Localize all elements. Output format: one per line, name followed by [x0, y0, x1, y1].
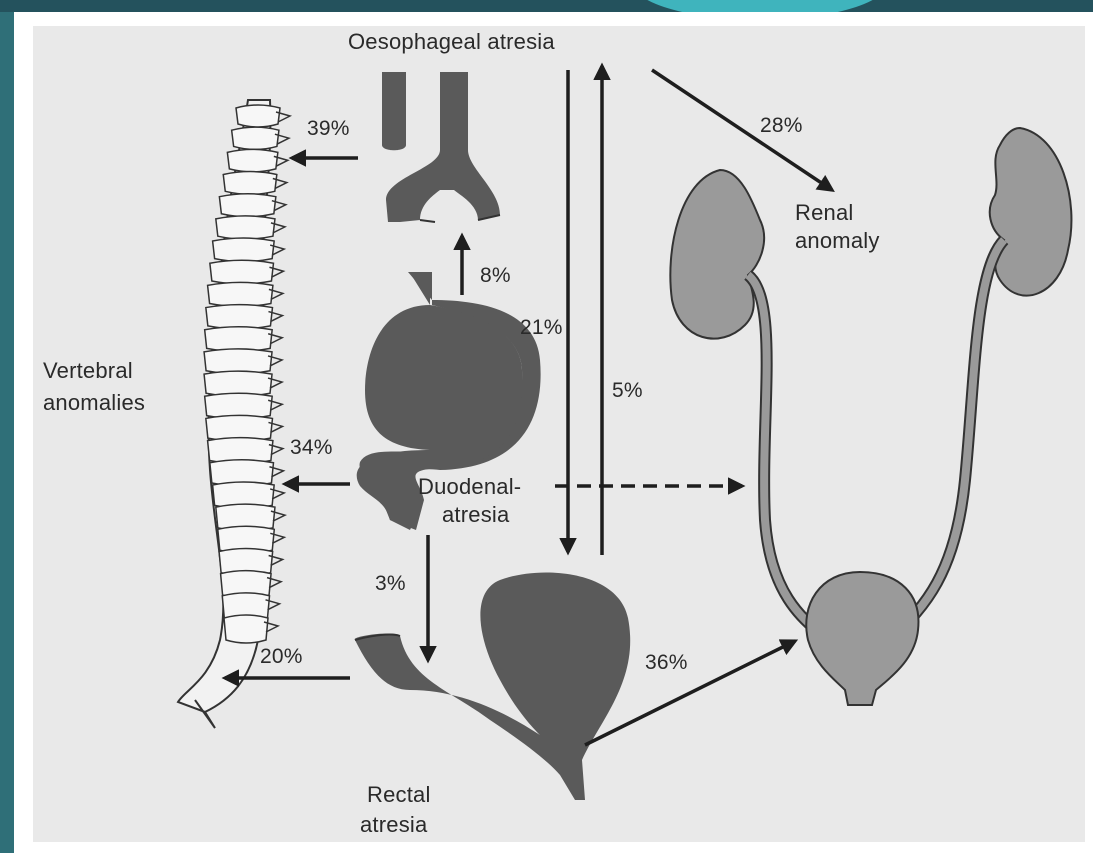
- vertebra: [216, 216, 275, 239]
- pct-oeso-to-renal: 28%: [760, 113, 803, 138]
- label-duodenal-line2: atresia: [442, 502, 509, 527]
- label-rectal-line2: atresia: [360, 812, 427, 837]
- label-renal-line1: Renal: [795, 200, 853, 225]
- left-kidney: [670, 170, 764, 339]
- pct-rectal-to-renal: 36%: [645, 650, 688, 675]
- vertebra: [210, 260, 274, 284]
- label-renal-line2: anomaly: [795, 228, 880, 253]
- pct-duodenal-to-oeso: 8%: [480, 263, 511, 288]
- vertebra: [219, 194, 275, 217]
- vertebra: [224, 615, 268, 643]
- label-vertebral-line2: anomalies: [43, 390, 145, 415]
- upper-oesophageal-pouch: [382, 72, 406, 150]
- urinary-system: [670, 128, 1071, 705]
- right-ureter-outline: [890, 240, 1004, 640]
- vertebra: [236, 105, 280, 127]
- right-kidney: [990, 128, 1072, 296]
- pct-duodenal-to-rectal: 3%: [375, 571, 406, 596]
- pct-oeso-to-vertebral: 39%: [307, 116, 350, 141]
- vertebra: [204, 371, 272, 396]
- label-duodenal-line1: Duodenal-: [418, 474, 521, 499]
- pct-rectal-to-vertebral: 20%: [260, 644, 303, 669]
- vertebra: [208, 282, 273, 306]
- vertebral-column: [178, 100, 290, 728]
- vertebra: [204, 349, 272, 374]
- left-ureter-outline: [748, 275, 830, 640]
- vertebra: [223, 172, 277, 195]
- label-oesophageal-atresia: Oesophageal atresia: [348, 29, 555, 54]
- pct-oeso-to-rectal: 21%: [520, 315, 563, 340]
- vertebra: [205, 327, 272, 352]
- oesophagus-atresia: [382, 72, 500, 222]
- arrow-oeso-to-renal: [652, 70, 832, 190]
- vertebra: [206, 305, 273, 329]
- pct-duodenal-to-vertebral: 34%: [290, 435, 333, 460]
- rectum-bowel: [355, 572, 631, 800]
- bladder: [806, 572, 918, 705]
- pct-rectal-to-oeso: 5%: [612, 378, 643, 403]
- vertebrae-group: [204, 105, 290, 643]
- label-rectal-line1: Rectal: [367, 782, 431, 807]
- vertebra: [227, 149, 277, 172]
- vertebra: [232, 127, 279, 149]
- vertebra: [213, 238, 275, 262]
- label-vertebral-line1: Vertebral: [43, 358, 133, 383]
